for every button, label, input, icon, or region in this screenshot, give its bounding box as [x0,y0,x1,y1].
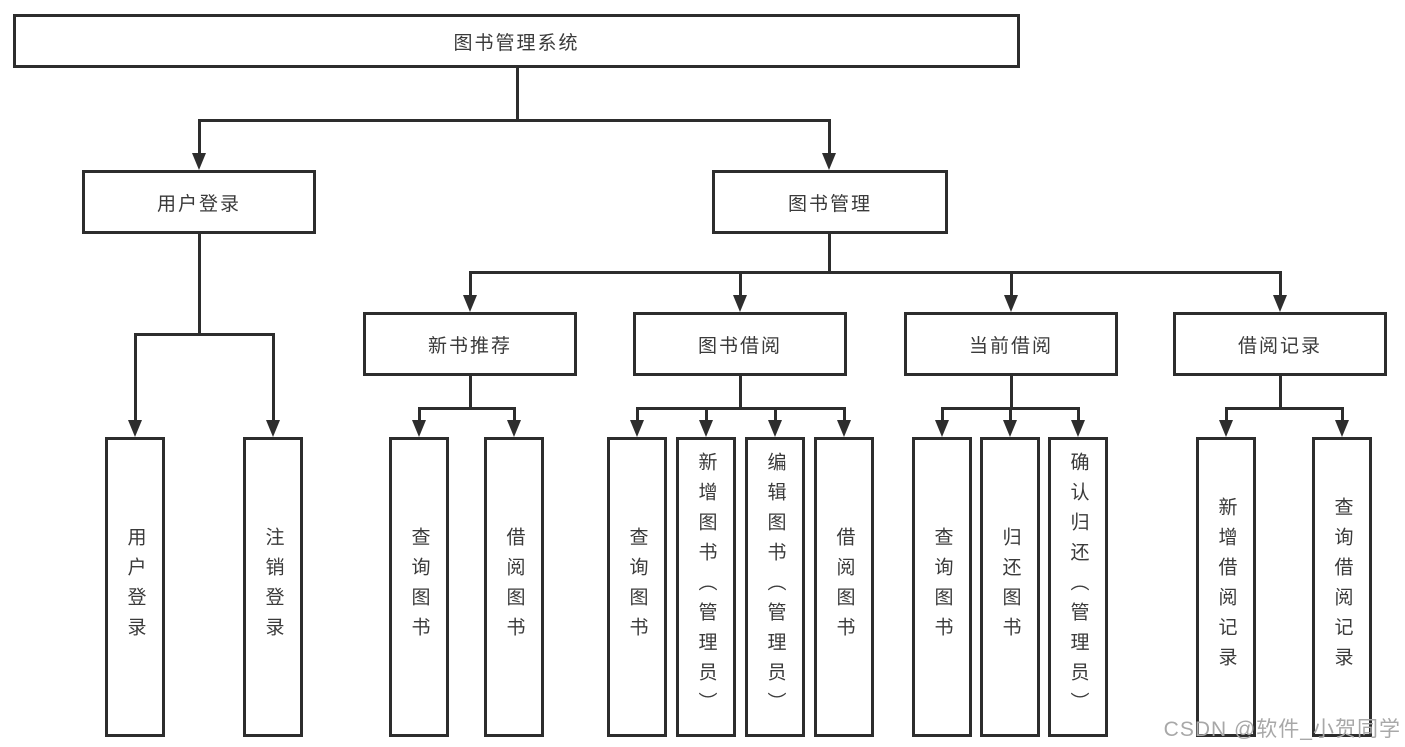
node-current-borrow-label: 当前借阅 [968,335,1053,357]
leaf-label: 用户登录 [124,527,146,647]
node-book-borrow-label: 图书借阅 [697,335,782,357]
connector-line [1010,374,1013,409]
connector-line [134,333,137,422]
leaf-label: 查询图书 [408,527,430,647]
node-leaf-query-borrow-record: 查询借阅记录 [1312,437,1372,737]
connector-line [469,374,472,409]
leaf-label: 借阅图书 [833,527,855,647]
arrowhead-icon [1335,420,1349,437]
connector-line [636,407,846,410]
arrowhead-icon [699,420,713,437]
leaf-label: 归还图书 [999,527,1021,647]
connector-line [469,271,1282,274]
connector-line [828,119,831,155]
arrowhead-icon [266,420,280,437]
arrowhead-icon [128,420,142,437]
connector-line [1225,407,1344,410]
arrowhead-icon [837,420,851,437]
arrowhead-icon [192,153,206,170]
node-leaf-logout: 注销登录 [243,437,303,737]
connector-line [843,407,846,422]
arrowhead-icon [1219,420,1233,437]
node-new-book-recommend: 新书推荐 [363,312,577,376]
connector-line [1279,374,1282,409]
connector-line [198,119,201,155]
leaf-label: 借阅图书 [503,527,525,647]
node-leaf-return-book: 归还图书 [980,437,1040,737]
arrowhead-icon [1273,295,1287,312]
connector-line [198,233,201,334]
node-leaf-add-borrow-record: 新增借阅记录 [1196,437,1256,737]
arrowhead-icon [822,153,836,170]
node-root-label: 图书管理系统 [453,32,580,54]
node-new-book-recommend-label: 新书推荐 [427,335,512,357]
connector-line [1010,271,1013,297]
connector-line [739,374,742,409]
node-root: 图书管理系统 [13,14,1020,68]
connector-line [636,407,639,422]
node-user-login-label: 用户登录 [156,193,241,215]
arrowhead-icon [935,420,949,437]
leaf-label: 确认归还（管理员） [1067,452,1089,722]
arrowhead-icon [768,420,782,437]
leaf-label: 注销登录 [262,527,284,647]
node-leaf-borrow-book-recommend: 借阅图书 [484,437,544,737]
node-leaf-query-book-borrow: 查询图书 [607,437,667,737]
leaf-label: 新增图书（管理员） [695,452,717,722]
node-leaf-user-login: 用户登录 [105,437,165,737]
connector-line [828,233,831,274]
arrowhead-icon [463,295,477,312]
connector-line [418,407,421,422]
connector-line [1009,407,1012,422]
arrowhead-icon [412,420,426,437]
connector-line [941,407,944,422]
leaf-label: 新增借阅记录 [1215,497,1237,677]
connector-line [774,407,777,422]
node-book-borrow: 图书借阅 [633,312,847,376]
node-user-login: 用户登录 [82,170,316,234]
connector-line [272,333,275,422]
node-leaf-borrow-book: 借阅图书 [814,437,874,737]
node-book-management-label: 图书管理 [787,193,872,215]
arrowhead-icon [1003,420,1017,437]
node-leaf-add-book-admin: 新增图书（管理员） [676,437,736,737]
connector-line [1077,407,1080,422]
arrowhead-icon [1004,295,1018,312]
node-leaf-query-book-recommend: 查询图书 [389,437,449,737]
node-borrow-records: 借阅记录 [1173,312,1387,376]
csdn-watermark: CSDN @软件_小贺同学 [1163,718,1401,741]
arrowhead-icon [630,420,644,437]
node-current-borrow: 当前借阅 [904,312,1118,376]
leaf-label: 查询图书 [931,527,953,647]
node-book-management: 图书管理 [712,170,948,234]
connector-line [198,119,831,122]
node-leaf-query-book-current: 查询图书 [912,437,972,737]
connector-line [418,407,516,410]
connector-line [469,271,472,297]
node-leaf-confirm-return-admin: 确认归还（管理员） [1048,437,1108,737]
arrowhead-icon [507,420,521,437]
node-leaf-edit-book-admin: 编辑图书（管理员） [745,437,805,737]
arrowhead-icon [733,295,747,312]
connector-line [1279,271,1282,297]
leaf-label: 查询借阅记录 [1331,497,1353,677]
connector-line [513,407,516,422]
connector-line [1341,407,1344,422]
connector-line [739,271,742,297]
leaf-label: 编辑图书（管理员） [764,452,786,722]
connector-line [1225,407,1228,422]
connector-line [705,407,708,422]
node-borrow-records-label: 借阅记录 [1237,335,1322,357]
leaf-label: 查询图书 [626,527,648,647]
arrowhead-icon [1071,420,1085,437]
connector-line [134,333,275,336]
connector-line [516,67,519,120]
